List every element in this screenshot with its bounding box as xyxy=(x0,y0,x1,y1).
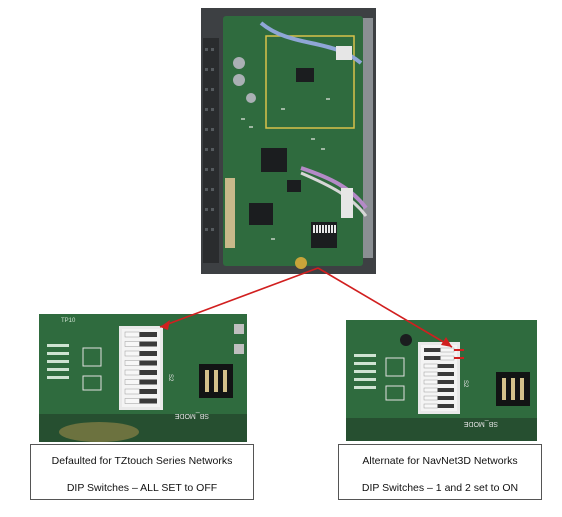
switch-lever-4 xyxy=(124,360,140,366)
caption-setting: DIP Switches – ALL SET to OFF xyxy=(66,482,218,494)
switch-ref-label: S2 xyxy=(462,380,468,388)
caption-title: Defaulted for TZtouch Series Networks xyxy=(51,455,233,467)
switch-ref-label: S2 xyxy=(167,374,173,382)
switch-slot-6 xyxy=(424,388,454,392)
switch-slot-5 xyxy=(424,380,454,384)
chassis-grille xyxy=(203,38,219,263)
switch-lever-3 xyxy=(124,350,140,357)
switch-slot-6 xyxy=(125,379,157,385)
switch-lever-3 xyxy=(423,363,438,369)
switch-slot-8 xyxy=(125,398,157,404)
switch-lever-8 xyxy=(423,403,438,409)
tp-label: TP10 xyxy=(61,318,76,324)
switch-lever-8 xyxy=(124,398,140,404)
connector-line-right xyxy=(317,267,453,348)
chip xyxy=(296,68,314,82)
dip-switch-levers xyxy=(423,347,455,409)
connector-line-left xyxy=(159,267,319,328)
switch-lever-2 xyxy=(124,341,140,347)
switch-slot-8 xyxy=(424,404,454,408)
dip-switch-levers xyxy=(124,331,157,404)
arrowhead-left xyxy=(160,320,170,330)
switch-slot-4 xyxy=(125,360,157,366)
caption-default-tztouch: Defaulted for TZtouch Series Networks DI… xyxy=(30,444,254,500)
switch-lever-7 xyxy=(124,388,140,395)
switch-slot-2 xyxy=(424,356,454,360)
caption-setting: DIP Switches – 1 and 2 set to ON xyxy=(361,482,519,494)
main-board-photo xyxy=(201,8,376,274)
switch-lever-1 xyxy=(124,331,140,338)
switch-slot-7 xyxy=(424,396,454,400)
chip xyxy=(249,203,273,225)
arrowhead-right xyxy=(441,337,452,347)
switch-slot-5 xyxy=(125,370,157,375)
mode-label: SB_MODE xyxy=(174,412,209,419)
switch-slot-3 xyxy=(125,351,157,356)
switch-lever-6 xyxy=(423,387,438,393)
switch-lever-4 xyxy=(423,371,438,377)
dip-switch-closeup-all-off: TP10 S2 SB_MODE xyxy=(39,314,247,442)
switch-lever-7 xyxy=(423,395,438,401)
switch-slot-1 xyxy=(424,348,454,352)
switch-lever-6 xyxy=(124,379,140,385)
switch-slot-2 xyxy=(125,341,157,347)
mode-label: SB_MODE xyxy=(463,420,498,427)
caption-alternate-navnet3d: Alternate for NavNet3D Networks DIP Swit… xyxy=(338,444,542,500)
switch-slot-7 xyxy=(125,389,157,394)
chip xyxy=(287,180,301,192)
switch-slot-3 xyxy=(424,364,454,368)
switch-slot-1 xyxy=(125,332,157,337)
switch-slot-4 xyxy=(424,372,454,376)
on-switch-highlight xyxy=(454,349,464,359)
switch-lever-5 xyxy=(124,369,140,376)
switch-lever-5 xyxy=(423,379,438,385)
chip xyxy=(261,148,287,172)
caption-title: Alternate for NavNet3D Networks xyxy=(362,455,518,467)
